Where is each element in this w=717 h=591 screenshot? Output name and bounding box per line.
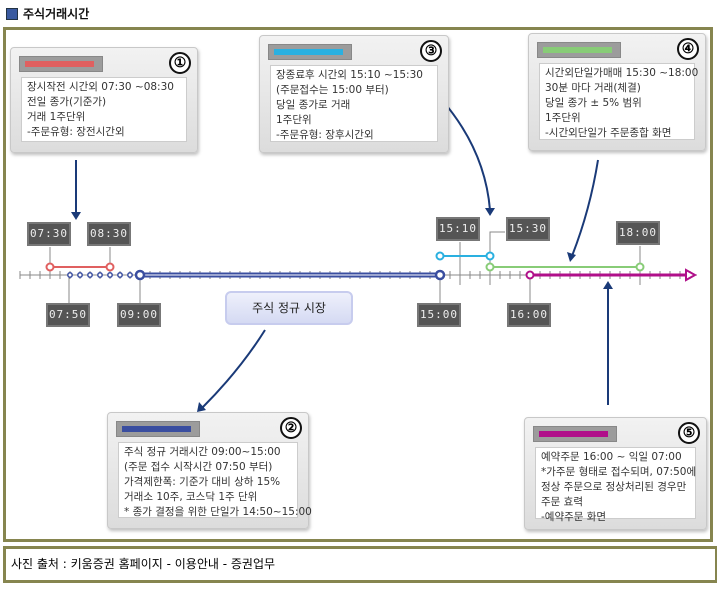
regular-start: [134, 269, 146, 281]
order-dot: [127, 272, 133, 278]
arrow-3: [441, 99, 491, 211]
section-title: 주식거래시간: [6, 5, 89, 22]
callout-single-price: ④ 시간외단일가매매 15:30 ~18:00 30분 마다 거래(체결) 당일…: [528, 33, 706, 151]
callout-text: 예약주문 16:00 ~ 익일 07:00 *가주문 형태로 접수되며, 07:…: [535, 447, 696, 523]
pre-market-end: [105, 262, 115, 272]
pre-order-dots: [67, 272, 133, 278]
time-label-1530: 15:30: [506, 217, 550, 241]
regular-market-label: 주식 정규 시장: [225, 291, 353, 325]
callout-number: ⑤: [678, 422, 700, 444]
order-dot: [117, 272, 123, 278]
reserve-arrowhead: [685, 268, 698, 282]
order-dot: [87, 272, 93, 278]
pointer-arrows: [75, 99, 609, 409]
callout-reserve-order: ⑤ 예약주문 16:00 ~ 익일 07:00 *가주문 형태로 접수되며, 0…: [524, 417, 707, 530]
time-label-1600: 16:00: [507, 303, 551, 327]
callout-text: 주식 정규 거래시간 09:00~15:00 (주문 접수 시작시간 07:50…: [118, 442, 312, 518]
time-label-0730: 07:30: [27, 222, 71, 246]
callout-text: 장종료후 시간외 15:10 ~15:30 (주문접수는 15:00 부터) 당…: [270, 65, 438, 142]
callout-post-market: ③ 장종료후 시간외 15:10 ~15:30 (주문접수는 15:00 부터)…: [259, 35, 449, 153]
time-label-0830: 08:30: [87, 222, 131, 246]
source-caption: 사진 출처 : 키움증권 홈페이지 - 이용안내 - 증권업무: [3, 546, 717, 583]
order-dot: [107, 272, 113, 278]
callout-number: ①: [169, 52, 191, 74]
callout-text: 시간외단일가매매 15:30 ~18:00 30분 마다 거래(체결) 당일 종…: [539, 63, 698, 140]
time-label-0900: 09:00: [117, 303, 161, 327]
arrow-4: [571, 159, 599, 257]
title-bullet-icon: [6, 7, 18, 20]
time-label-1500: 15:00: [417, 303, 461, 327]
timeline: [19, 99, 698, 412]
title-text: 주식거래시간: [23, 7, 90, 21]
order-dot: [97, 272, 103, 278]
time-label-0750: 07:50: [46, 303, 90, 327]
callout-number: ④: [677, 38, 699, 60]
callout-number: ②: [280, 417, 302, 439]
callout-text: 장시작전 시간외 07:30 ~08:30 전일 종가(기준가) 거래 1주단위…: [21, 77, 187, 142]
arrow-2: [201, 329, 266, 409]
regular-end: [434, 269, 446, 281]
order-dot: [77, 272, 83, 278]
callout-regular-session: ② 주식 정규 거래시간 09:00~15:00 (주문 접수 시작시간 07:…: [107, 412, 312, 529]
callout-number: ③: [420, 40, 442, 62]
order-dot: [67, 272, 73, 278]
pre-market-start: [45, 262, 55, 272]
time-label-1510: 15:10: [436, 217, 480, 241]
time-label-1800: 18:00: [616, 221, 660, 245]
diagram-frame: [3, 27, 713, 542]
callout-pre-market: ① 장시작전 시간외 07:30 ~08:30 전일 종가(기준가) 거래 1주…: [10, 47, 198, 153]
